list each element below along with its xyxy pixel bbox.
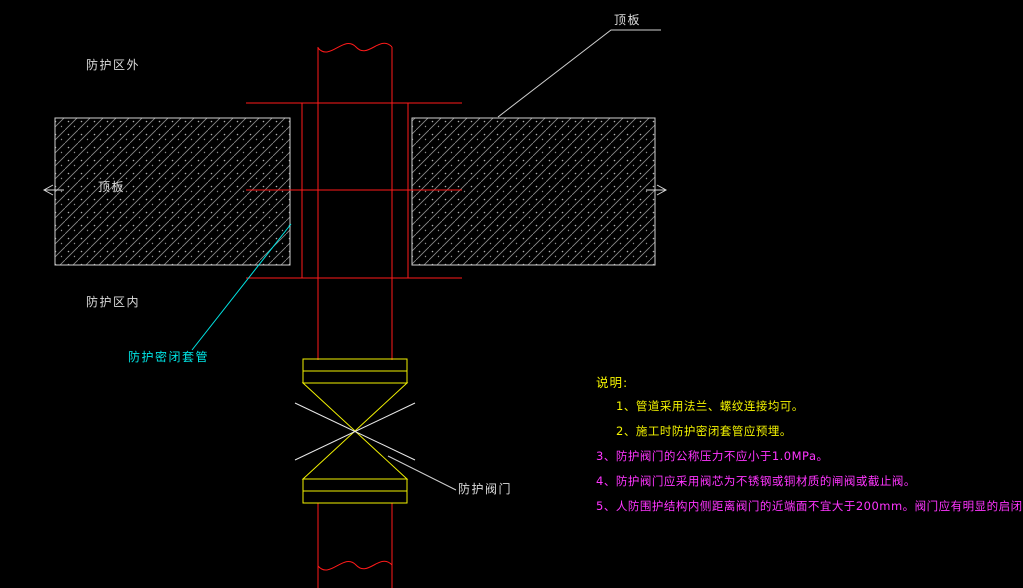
- note-item-2: 2、施工时防护密闭套管应预埋。: [616, 424, 792, 438]
- valve-lower-triangle: [301, 430, 409, 480]
- roof-slab-left: [54, 117, 291, 266]
- valve-symbol: [301, 358, 409, 504]
- pipe-break-top: [317, 42, 393, 53]
- leader-line-sleeve: [191, 223, 292, 351]
- sleeve-pipe-lines: [246, 102, 462, 279]
- label-roof-slab-left: 顶板: [98, 180, 126, 194]
- note-item-1: 1、管道采用法兰、螺纹连接均可。: [616, 399, 804, 413]
- notes-title: 说明:: [596, 375, 629, 390]
- leader-lines: [191, 29, 661, 491]
- notes-block: 说明: 1、管道采用法兰、螺纹连接均可。 2、施工时防护密闭套管应预埋。 3、防…: [596, 372, 1023, 519]
- label-protection-zone-outside: 防护区外: [86, 58, 141, 72]
- roof-slab-right-hatch: [411, 117, 656, 266]
- label-roof-slab-top: 顶板: [614, 13, 642, 27]
- valve-upper-triangle: [301, 382, 409, 432]
- leader-line-roof-slab: [497, 29, 661, 118]
- note-item-3: 3、防护阀门的公称压力不应小于1.0MPa。: [596, 449, 829, 463]
- pipe: [317, 42, 393, 588]
- note-item-4: 4、防护阀门应采用阀芯为不锈钢或铜材质的闸阀或截止阀。: [596, 474, 916, 488]
- label-protective-sealed-sleeve: 防护密闭套管: [128, 350, 210, 364]
- valve-cross: [294, 402, 416, 461]
- slab-break-arrows: [42, 184, 668, 196]
- label-protective-valve: 防护阀门: [458, 482, 513, 496]
- valve-cross-line-2: [294, 402, 416, 461]
- roof-slab-right: [411, 117, 656, 266]
- leader-line-valve: [387, 455, 457, 491]
- left-break-arrow-icon: [42, 184, 64, 196]
- label-protection-zone-inside: 防护区内: [86, 295, 141, 309]
- note-item-5: 5、人防围护结构内侧距离阀门的近端面不宜大于200mm。阀门应有明显的启闭标志。: [596, 499, 1023, 513]
- right-break-arrow-icon: [646, 184, 668, 196]
- pipe-break-bottom: [317, 560, 393, 571]
- roof-slab-left-hatch: [54, 117, 291, 266]
